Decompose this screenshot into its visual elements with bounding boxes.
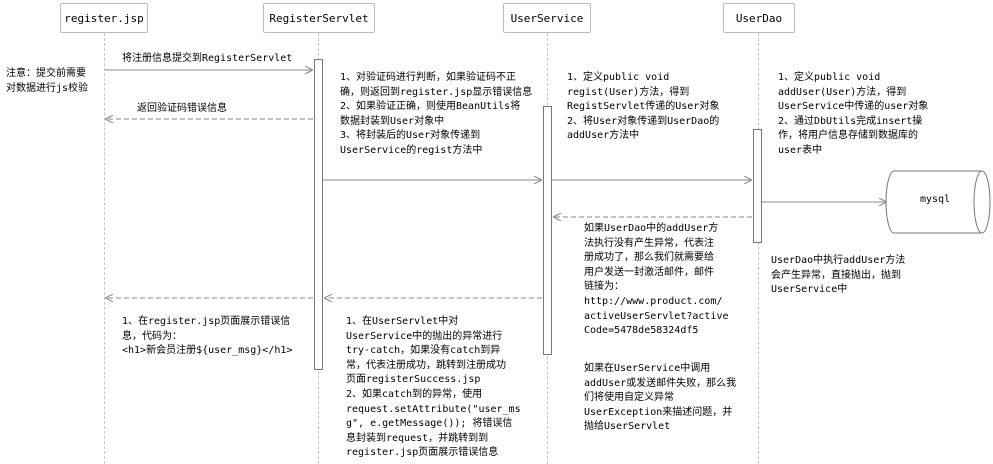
note-servlet-try-catch: 1、在UserServlet中对 UserService中的抛出的异常进行 tr… (346, 316, 521, 459)
actor-user-dao: UserDao (723, 3, 795, 33)
note-js-validation: 注意：提交前需要 对数据进行js校验 (6, 68, 89, 94)
activation-user-service (543, 106, 552, 355)
note-dao-steps: 1、定义public void addUser(User)方法，得到 UserS… (778, 72, 929, 156)
message-submit-label: 将注册信息提交到RegisterServlet (122, 53, 293, 64)
actor-register-jsp: register.jsp (60, 3, 148, 33)
note-servlet-steps: 1、对验证码进行判断，如果验证码不正 确，则返回到register.jsp显示错… (340, 72, 533, 156)
actor-user-service: UserService (503, 3, 591, 33)
message-captcha-error-label: 返回验证码错误信息 (137, 103, 227, 114)
note-dao-exception: UserDao中执行addUser方法 会产生异常，直接抛出，抛到 UserSe… (771, 255, 906, 296)
lifeline-user-dao (758, 33, 759, 464)
note-service-exception: 如果在UserService中调用 addUser或发送邮件失败，那么我 们将使… (584, 363, 737, 433)
activation-register-servlet (314, 59, 323, 370)
note-jsp-display-error: 1、在register.jsp页面展示错误信 息，代码为： <h1>新会员注册$… (122, 316, 293, 357)
mysql-label: mysql (920, 194, 951, 205)
note-service-steps: 1、定义public void regist(User)方法，得到 Regist… (567, 72, 720, 142)
lifeline-register-jsp (104, 33, 105, 464)
actor-register-servlet: RegisterServlet (263, 3, 375, 33)
note-register-success: 如果UserDao中的addUser方 法执行没有产生异常，代表注 册成功了，那… (584, 223, 729, 337)
mysql-database-icon (885, 170, 991, 234)
activation-user-dao (753, 129, 762, 243)
